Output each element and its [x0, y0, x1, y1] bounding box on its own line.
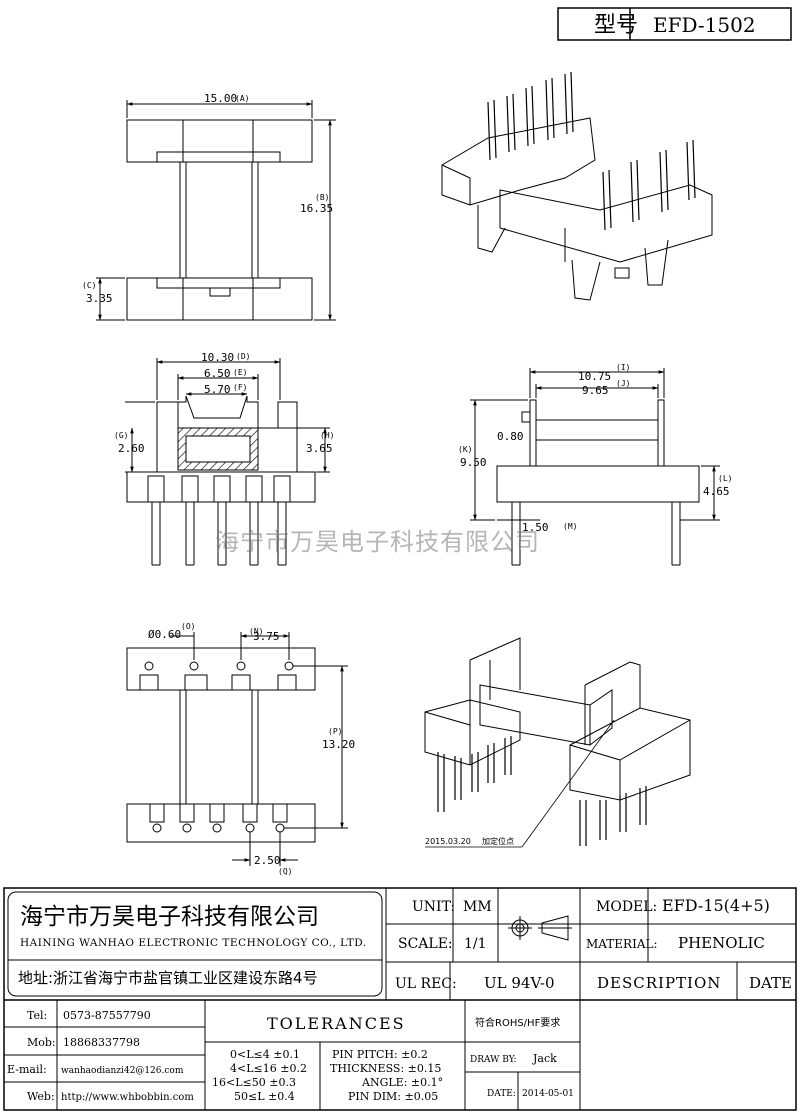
dim-i-value: 10.75: [578, 370, 611, 383]
model-value: EFD-15(4+5): [662, 896, 770, 915]
annotation-date: 2015.03.20: [425, 837, 471, 846]
dim-q-tag: (Q): [278, 867, 292, 876]
view-front-left: [125, 358, 330, 566]
company-name-cn: 海宁市万昊电子科技有限公司: [20, 904, 319, 930]
tolerance-spec-2: THICKNESS: ±0.15: [330, 1062, 441, 1075]
view-top-left: [96, 100, 336, 321]
ulrec-value: UL 94V-0: [484, 974, 555, 992]
dim-o-tag: (O): [181, 622, 195, 631]
dim-d-tag: (D): [236, 352, 250, 361]
dim-p-value: 13.20: [322, 738, 355, 751]
dim-p-tag: (P): [328, 727, 342, 736]
view-iso-lower: [424, 637, 691, 848]
dim-k-value: 9.50: [460, 456, 487, 469]
drawn-by-label: DRAW BY:: [470, 1055, 517, 1065]
scale-label: SCALE:: [398, 936, 453, 952]
tolerance-spec-1: PIN PITCH: ±0.2: [332, 1048, 428, 1061]
dim-k-tag: (K): [458, 445, 472, 454]
company-name-en: HAINING WANHAO ELECTRONIC TECHNOLOGY CO.…: [20, 937, 367, 949]
tel-label: Tel:: [27, 1009, 47, 1022]
dim-g-tag: (G): [114, 431, 128, 440]
dim-l-value: 4.65: [703, 485, 730, 498]
dim-b-tag: (B): [315, 193, 329, 202]
date-header-label: DATE: [749, 974, 792, 992]
dim-d-value: 10.30: [201, 351, 234, 364]
tolerance-range-1: 0<L≤4 ±0.1: [230, 1048, 300, 1061]
dim-o-value: Ø0.60: [148, 628, 181, 641]
web-label: Web:: [27, 1090, 55, 1103]
date-value: 2014-05-01: [522, 1089, 574, 1099]
dim-e-value: 6.50: [204, 367, 231, 380]
company-address: 地址:浙江省海宁市盐官镇工业区建设东路4号: [18, 969, 318, 987]
dim-a-tag: (A): [235, 94, 249, 103]
dim-m-value: 1.50: [522, 521, 549, 534]
unit-value: MM: [463, 899, 492, 915]
dim-g-value: 2.60: [118, 442, 145, 455]
date-label: DATE:: [487, 1089, 516, 1099]
dim-f-value: 5.70: [204, 383, 231, 396]
description-label: DESCRIPTION: [597, 974, 721, 992]
tolerances-title: TOLERANCES: [267, 1014, 406, 1033]
dim-i-tag: (I): [616, 363, 630, 372]
unit-label: UNIT:: [412, 899, 455, 915]
dim-c-tag: (C): [82, 281, 96, 290]
dim-n-tag: (N): [249, 627, 263, 636]
model-label-cn: 型号: [594, 13, 638, 38]
tolerance-spec-3: ANGLE: ±0.1°: [361, 1076, 443, 1089]
view-side-right: [470, 368, 720, 566]
ulrec-label: UL REC:: [395, 976, 457, 992]
dim-c-value: 3.35: [86, 292, 113, 305]
view-bottom-left: [126, 632, 348, 866]
dim-a-value: 15.00: [204, 92, 237, 105]
email-value: wanhaodianzi42@126.com: [61, 1066, 184, 1076]
view-iso-upper: [441, 71, 713, 301]
tolerance-range-2: 4<L≤16 ±0.2: [230, 1062, 307, 1075]
drawn-by-value: Jack: [532, 1052, 557, 1065]
dim-e-tag: (E): [233, 368, 247, 377]
dim-l-tag: (L): [718, 474, 732, 483]
rohs-note: 符合ROHS/HF要求: [475, 1016, 560, 1029]
dim-q-value: 2.50: [254, 854, 281, 867]
scale-value: 1/1: [464, 936, 487, 952]
tolerance-spec-4: PIN DIM: ±0.05: [348, 1090, 438, 1103]
tolerance-range-3: 16<L≤50 ±0.3: [212, 1076, 296, 1089]
material-label: MATERIAL:: [586, 937, 658, 951]
dim-j-tag: (J): [616, 379, 630, 388]
email-label: E-mail:: [7, 1063, 47, 1076]
dim-f-tag: (F): [233, 383, 247, 392]
model-value-header: EFD-1502: [653, 13, 756, 37]
tolerance-range-4: 50≤L ±0.4: [234, 1090, 295, 1103]
material-value: PHENOLIC: [678, 934, 765, 952]
tel-value: 0573-87557790: [63, 1009, 151, 1022]
dim-m-tag: (M): [563, 522, 577, 531]
web-value: http://www.whbobbin.com: [61, 1092, 194, 1103]
annotation-note: 加定位点: [482, 836, 514, 846]
model-label: MODEL:: [596, 899, 657, 915]
dim-b-value: 16.35: [300, 202, 333, 215]
watermark-text: 海宁市万昊电子科技有限公司: [215, 528, 540, 556]
dim-h-tag: (H): [320, 431, 334, 440]
dim-n-value: 3.75: [253, 630, 280, 643]
dim-h-value: 3.65: [306, 442, 333, 455]
mob-label: Mob:: [27, 1036, 56, 1049]
title-block: [3, 887, 797, 1111]
dim-j-value: 9.65: [582, 384, 609, 397]
mob-value: 18868337798: [63, 1036, 140, 1049]
dim-thin-value: 0.80: [497, 430, 524, 443]
